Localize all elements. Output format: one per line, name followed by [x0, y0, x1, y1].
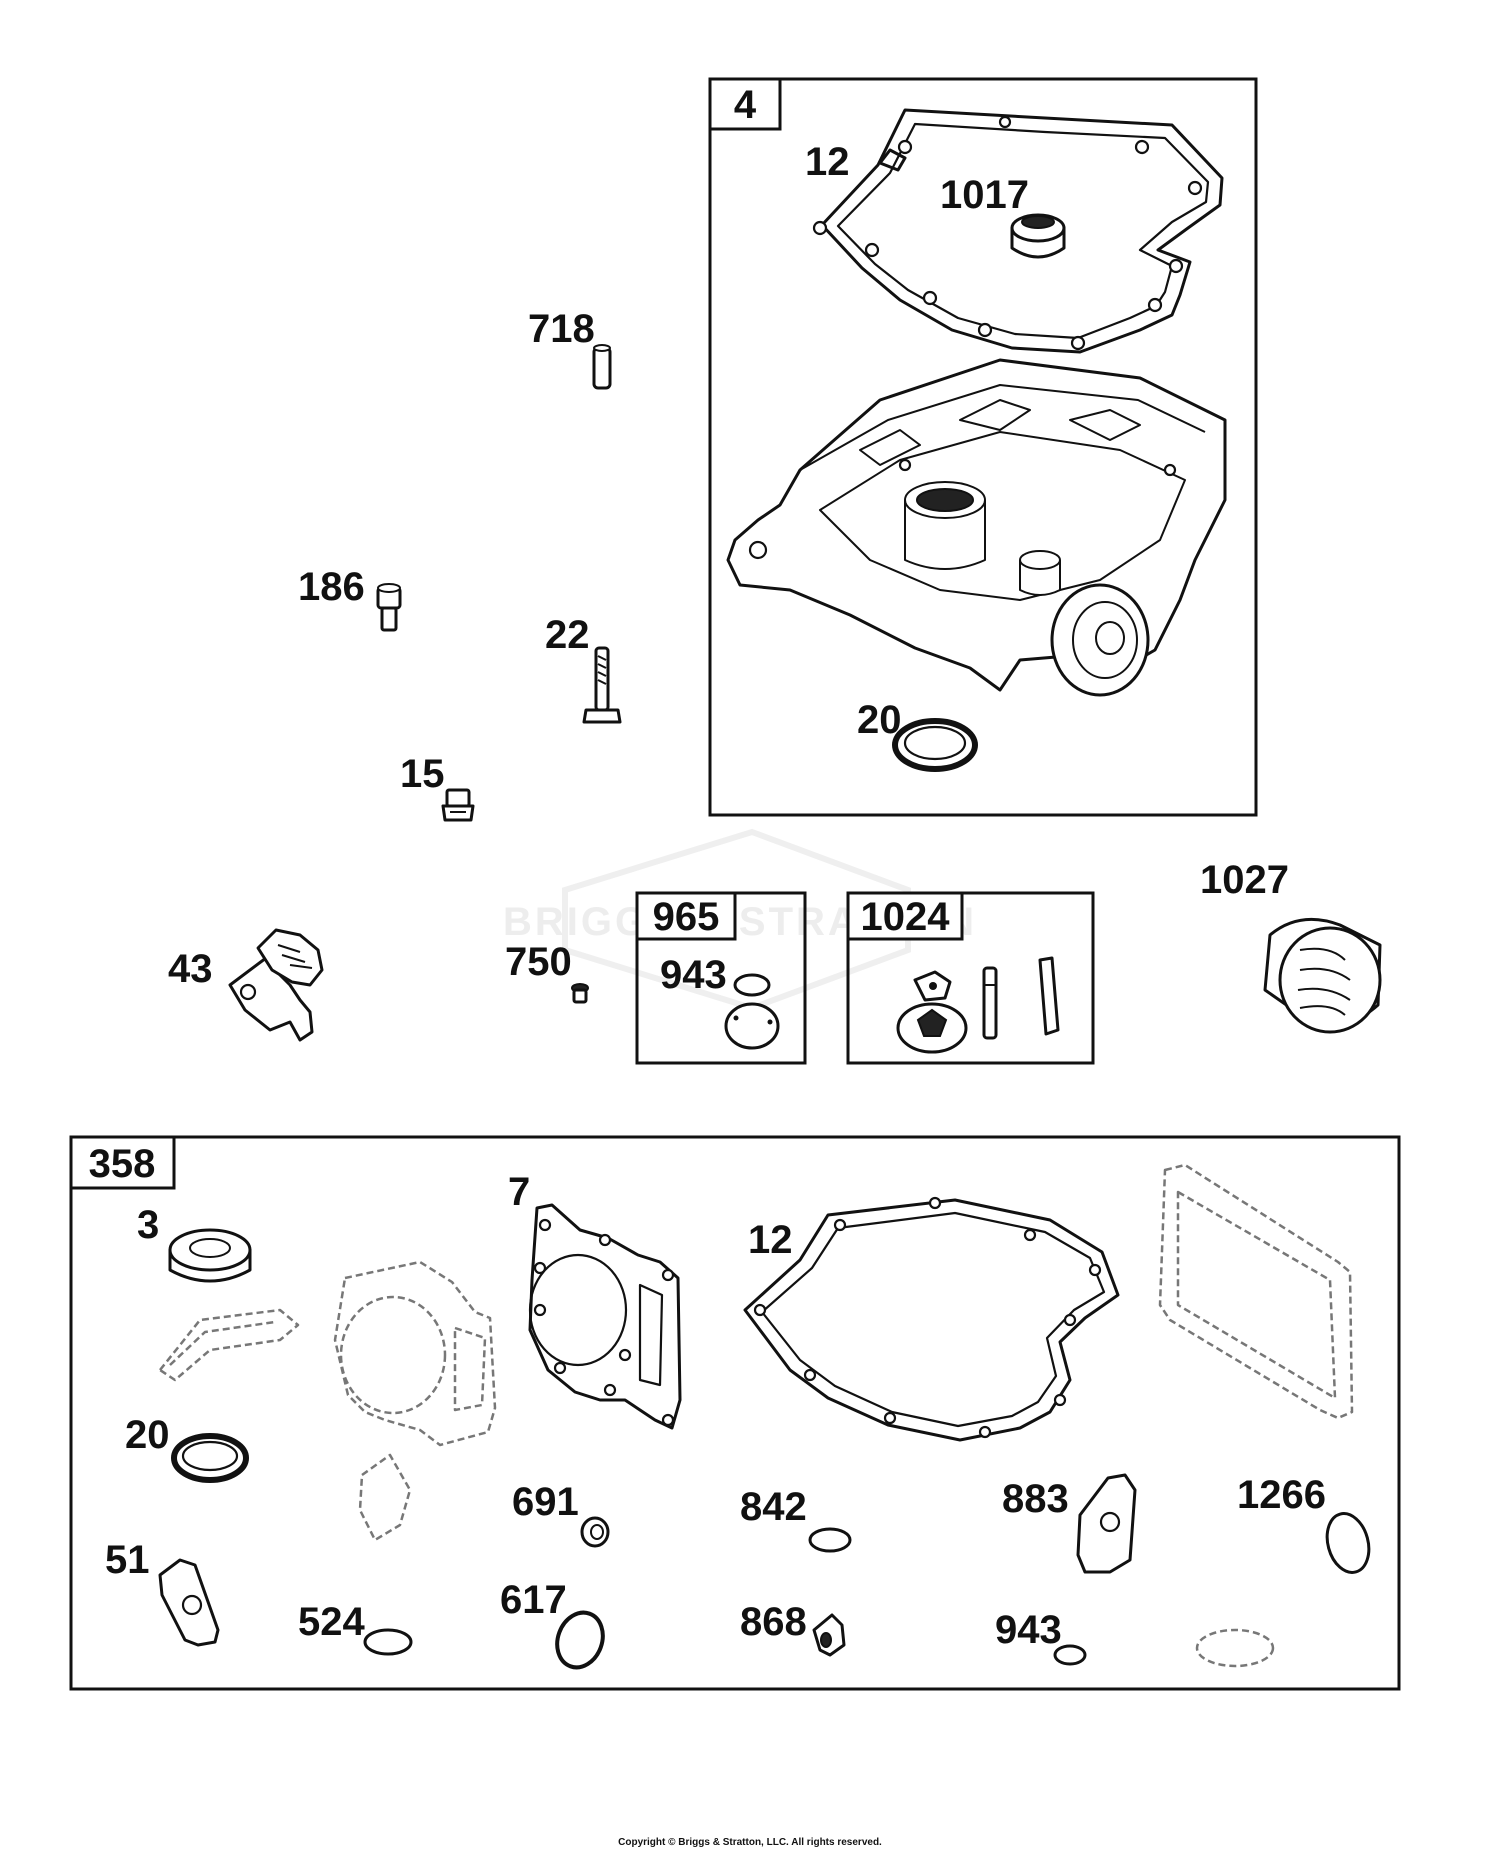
oil-pump-rotor[interactable]: [896, 970, 968, 1054]
small-gasket-ghost: [358, 1453, 412, 1542]
callout-k358-691: 691: [512, 1480, 579, 1524]
sump-gasket-12[interactable]: [743, 1196, 1120, 1442]
oil-seal-3[interactable]: [168, 1228, 252, 1283]
callout-k358-617: 617: [500, 1578, 567, 1622]
callout-k358-20: 20: [125, 1413, 170, 1457]
sump-gasket[interactable]: [812, 108, 1224, 354]
kit-1024-group: 1024: [846, 891, 1095, 1065]
seal-691[interactable]: [580, 1516, 610, 1548]
oring-842[interactable]: [808, 1527, 852, 1553]
oring-524[interactable]: [363, 1628, 413, 1656]
bolt-22[interactable]: [582, 646, 622, 724]
kit-358-group: 358 3: [69, 1135, 1401, 1691]
drain-plug-15[interactable]: [441, 788, 475, 822]
dowel-pin-718[interactable]: [592, 344, 612, 390]
fitting-186[interactable]: [376, 583, 402, 632]
oil-filter-1027[interactable]: [1263, 917, 1382, 1034]
intake-gasket-ghost: [158, 1308, 300, 1382]
callout-186: 186: [298, 565, 365, 609]
kit-1024-label: 1024: [861, 895, 951, 939]
pump-shaft[interactable]: [982, 966, 998, 1040]
callout-k4-20: 20: [857, 698, 902, 742]
callout-22: 22: [545, 613, 590, 657]
copyright-notice: Copyright © Briggs & Stratton, LLC. All …: [618, 1837, 882, 1848]
callout-1027: 1027: [1200, 858, 1289, 902]
callout-k358-943: 943: [995, 1608, 1062, 1652]
oring-ghost: [1195, 1628, 1275, 1668]
kit-965-label: 965: [653, 895, 720, 939]
callout-k358-51: 51: [105, 1538, 150, 1582]
callout-k358-1266: 1266: [1237, 1473, 1326, 1517]
kit-4-label: 4: [734, 83, 757, 127]
screw-750[interactable]: [571, 983, 589, 1004]
crank-seal-20[interactable]: [892, 718, 978, 772]
kit-965-tag: [635, 891, 737, 941]
callout-k358-3: 3: [137, 1203, 159, 1247]
gasket-51[interactable]: [158, 1558, 220, 1647]
callout-k358-12: 12: [748, 1218, 793, 1262]
callout-k4-12: 12: [805, 140, 850, 184]
pump-key[interactable]: [1038, 956, 1060, 1036]
governor-control-43[interactable]: [228, 928, 324, 1042]
oring-1266[interactable]: [1321, 1509, 1375, 1577]
callout-43: 43: [168, 947, 213, 991]
cover-plate[interactable]: [724, 1002, 780, 1050]
head-gasket-ghost: [333, 1260, 497, 1447]
callout-k358-524: 524: [298, 1600, 365, 1644]
kit-358-label: 358: [89, 1142, 156, 1186]
callout-15: 15: [400, 752, 445, 796]
kit-1024-tag: [846, 891, 964, 941]
gasket-883[interactable]: [1076, 1473, 1137, 1574]
kit-358-tag: [69, 1135, 176, 1190]
kit-4-tag: [708, 77, 782, 131]
callout-718: 718: [528, 307, 595, 351]
oring-943-kit[interactable]: [1053, 1644, 1087, 1666]
callout-k358-842: 842: [740, 1485, 807, 1529]
grommet-868[interactable]: [812, 1613, 846, 1657]
callout-750: 750: [505, 940, 572, 984]
kit-358-box: [69, 1135, 1401, 1691]
callout-k4-1017: 1017: [940, 173, 1029, 217]
oil-seal-1017[interactable]: [1010, 213, 1066, 259]
engine-sump[interactable]: [726, 358, 1227, 697]
kit-4-box: [708, 77, 1258, 817]
kit-4-group: 4 12 1017: [708, 77, 1258, 817]
callout-k965-943: 943: [660, 953, 727, 997]
crank-seal-20-kit[interactable]: [171, 1433, 249, 1483]
oring-943[interactable]: [733, 973, 771, 997]
kit-965-group: 965 943: [635, 891, 807, 1065]
oring-617[interactable]: [550, 1606, 610, 1674]
valve-cover-gasket-ghost: [1158, 1163, 1354, 1420]
kit-1024-box: [846, 891, 1095, 1065]
head-gasket-7[interactable]: [528, 1203, 682, 1430]
callout-k358-883: 883: [1002, 1477, 1069, 1521]
callout-k358-7: 7: [508, 1170, 530, 1214]
callout-k358-868: 868: [740, 1600, 807, 1644]
